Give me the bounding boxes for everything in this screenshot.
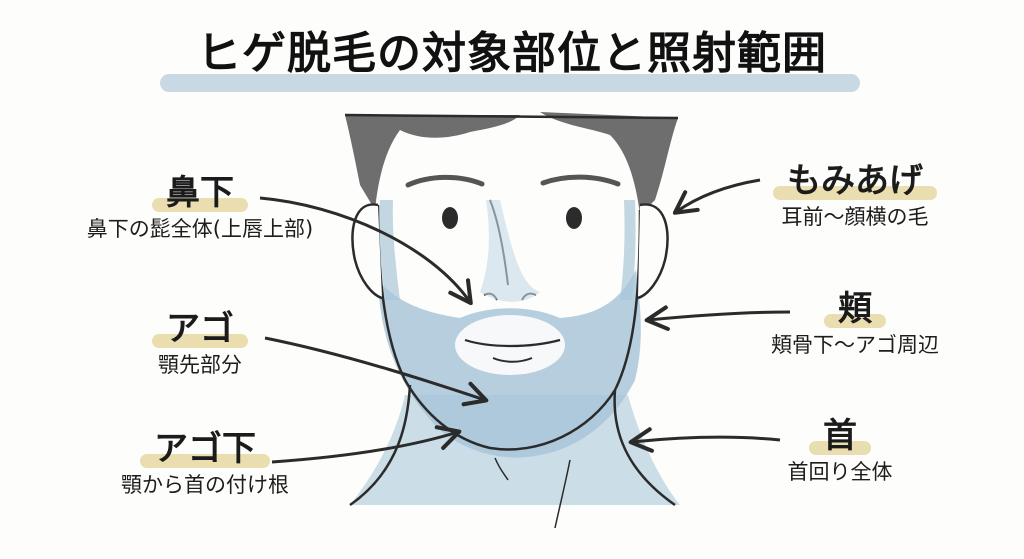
label-nose-under-title: 鼻下 [152, 172, 248, 214]
page-title: ヒゲ脱毛の対象部位と照射範囲 [197, 28, 827, 79]
right-eyebrow [540, 174, 621, 187]
label-under-chin-desc: 顎から首の付け根 [121, 473, 289, 497]
right-eye [566, 207, 582, 229]
arrow-cheek [644, 305, 791, 331]
title-block: ヒゲ脱毛の対象部位と照射範囲 [150, 22, 874, 98]
right-ear [637, 203, 669, 300]
label-under-chin-title: アゴ下 [140, 428, 270, 470]
label-nose-under: 鼻下 鼻下の髭全体(上唇上部) [20, 172, 380, 244]
label-cheek-desc: 頬骨下～アゴ周辺 [771, 333, 939, 357]
arrow-sideburns [672, 178, 761, 215]
left-eye [442, 207, 458, 229]
title-underline [160, 74, 860, 92]
label-under-chin: アゴ下 顎から首の付け根 [70, 428, 340, 500]
arrow-under-chin [271, 425, 462, 464]
label-sideburns: もみあげ 耳前～顔横の毛 [735, 160, 975, 232]
label-neck: 首 首回り全体 [740, 415, 940, 487]
label-sideburns-desc: 耳前～顔横の毛 [781, 205, 929, 229]
arrow-neck [628, 427, 781, 453]
face-outline [376, 204, 642, 451]
label-neck-desc: 首回り全体 [787, 460, 893, 484]
left-eyebrow [405, 174, 485, 188]
label-chin: アゴ 顎先部分 [105, 308, 295, 380]
label-chin-title: アゴ [152, 308, 248, 350]
label-neck-title: 首 [809, 415, 871, 457]
label-chin-desc: 顎先部分 [158, 353, 242, 377]
hair [345, 115, 520, 210]
label-sideburns-title: もみあげ [773, 160, 937, 202]
label-nose-under-desc: 鼻下の髭全体(上唇上部) [86, 217, 314, 241]
arrow-nose-under [259, 196, 473, 306]
mouth [464, 338, 561, 348]
label-cheek: 頬 頬骨下～アゴ周辺 [725, 288, 985, 360]
label-cheek-title: 頬 [824, 288, 886, 330]
arrow-chin [264, 336, 489, 407]
